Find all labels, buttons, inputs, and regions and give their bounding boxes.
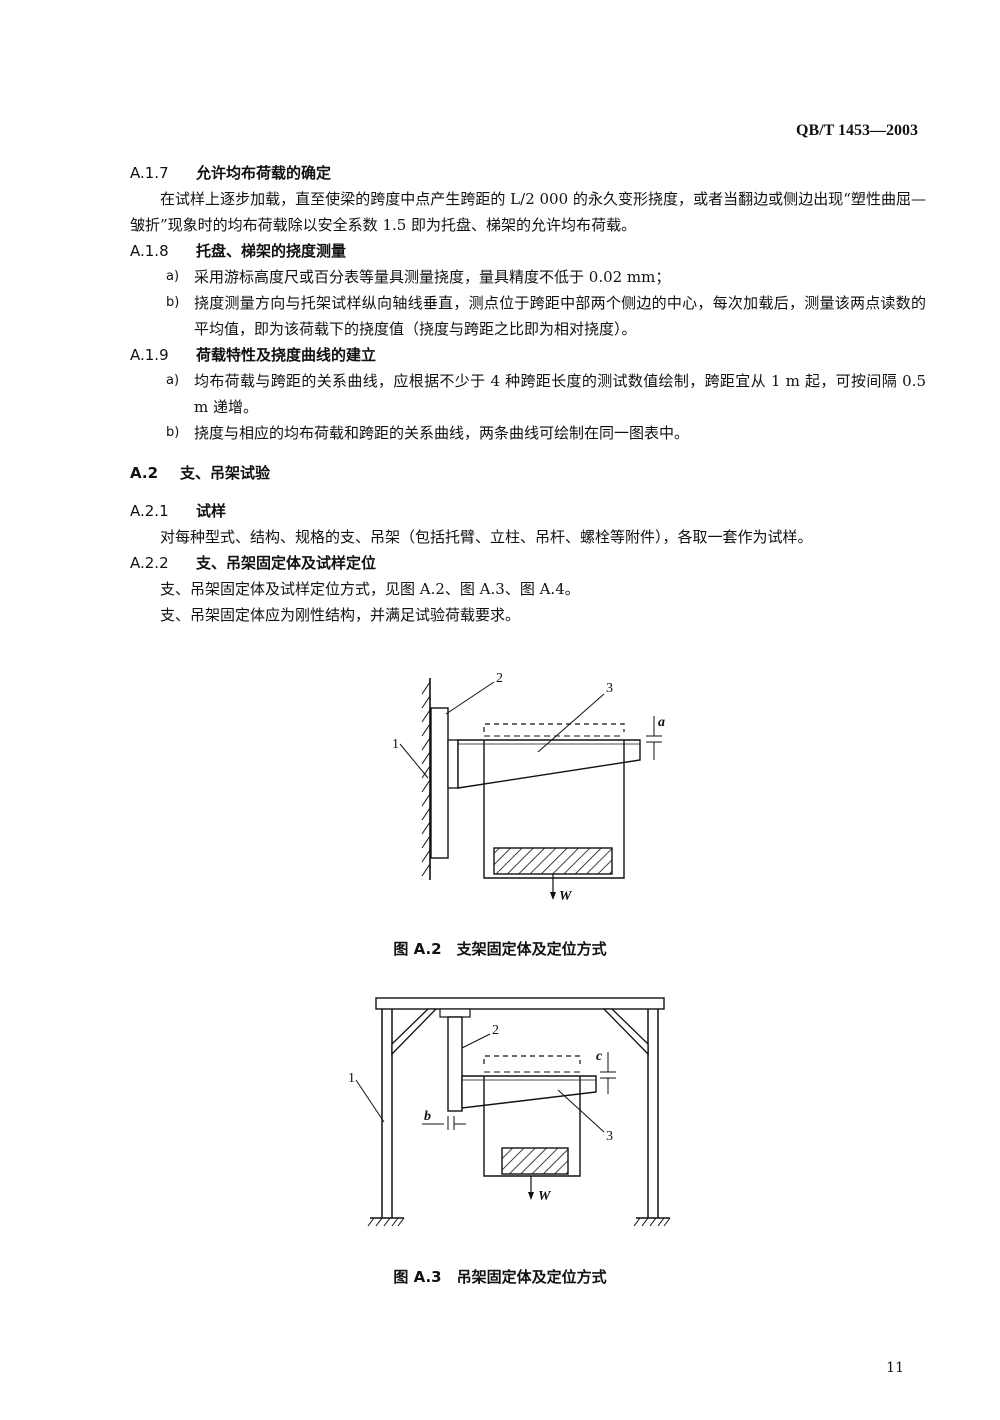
section-a21-text: 对每种型式、结构、规格的支、吊架（包括托臂、立柱、吊杆、螺栓等附件），各取一套作… [160, 528, 813, 546]
left-ground-hatching [367, 1217, 405, 1227]
section-title: 允许均布荷载的确定 [196, 164, 332, 182]
fixing-plate [430, 707, 449, 859]
section-a22-line: 支、吊架固定体应为刚性结构，并满足试验荷载要求。 [160, 606, 521, 624]
dim-b-label: b [424, 1109, 431, 1124]
figure-a2-caption: 图 A.2 支架固定体及定位方式 [393, 940, 607, 958]
list-item: b) 挠度与相应的均布荷载和跨距的关系曲线，两条曲线可绘制在同一图表中。 [130, 420, 926, 446]
section-title: 支、吊架固定体及试样定位 [196, 554, 377, 572]
list-item: a) 采用游标高度尺或百分表等量具测量挠度，量具精度不低于 0.02 mm； [130, 264, 926, 290]
bracket-arm [461, 1075, 597, 1109]
section-a17-heading: A.1.7 允许均布荷载的确定 [130, 160, 926, 186]
list-item: a) 均布荷载与跨距的关系曲线，应根据不少于 4 种跨距长度的测试数值绘制，跨距宜… [130, 368, 926, 420]
figure-a3-caption: 图 A.3 吊架固定体及定位方式 [393, 1268, 607, 1286]
section-number: A.2.2 [130, 554, 169, 572]
section-number: A.1.7 [130, 164, 169, 182]
label-3: 3 [606, 681, 613, 696]
section-a18-heading: A.1.8 托盘、梯架的挠度测量 [130, 238, 926, 264]
load-block [493, 847, 613, 875]
list-marker: b) [166, 425, 180, 440]
section-a2-heading: A.2 支、吊架试验 [130, 460, 926, 486]
leader-3 [557, 1089, 605, 1133]
figure-a3-diagram: W c b 1 2 3 [348, 997, 671, 1227]
section-a17-text: 在试样上逐步加载，直至使梁的跨度中点产生跨距的 L/2 000 的永久变形挠度，… [130, 190, 926, 234]
label-2: 2 [496, 671, 503, 686]
right-ground-hatching [633, 1217, 671, 1227]
leader-1 [399, 743, 429, 779]
label-1: 1 [392, 737, 399, 752]
load-arrowhead [528, 1192, 534, 1200]
standard-code: QB/T 1453—2003 [796, 122, 918, 139]
left-corner-brace [391, 1008, 438, 1056]
hanger-rod [447, 1016, 463, 1112]
wall-hatching [421, 681, 431, 877]
section-a22-heading: A.2.2 支、吊架固定体及试样定位 [130, 550, 926, 576]
section-title: 荷载特性及挠度曲线的建立 [196, 346, 377, 364]
list-marker: b) [166, 295, 180, 310]
top-beam [375, 997, 665, 1010]
section-number: A.2 [130, 464, 159, 482]
leader-2 [461, 1033, 491, 1049]
tray-dashed-top [483, 1055, 581, 1064]
leader-3 [537, 693, 605, 753]
page-number: 11 [886, 1360, 904, 1376]
bracket-arm [457, 739, 641, 789]
load-block [501, 1147, 569, 1175]
section-title: 托盘、梯架的挠度测量 [196, 242, 347, 260]
tray-outline [483, 740, 625, 879]
list-text: 均布荷载与跨距的关系曲线，应根据不少于 4 种跨距长度的测试数值绘制，跨距宜从 … [194, 372, 926, 416]
label-1: 1 [348, 1071, 355, 1086]
document-body: A.1.7 允许均布荷载的确定 在试样上逐步加载，直至使梁的跨度中点产生跨距的 L… [130, 160, 926, 628]
list-text: 挠度测量方向与托架试样纵向轴线垂直，测点位于跨距中部两个侧边的中心，每次加载后，… [194, 294, 926, 338]
list-marker: a) [166, 373, 180, 388]
load-arrowhead [550, 892, 556, 900]
hanger-rod-cap [439, 1008, 471, 1018]
bracket-base [447, 739, 459, 789]
section-number: A.1.8 [130, 242, 169, 260]
section-number: A.2.1 [130, 502, 169, 520]
load-label: W [559, 889, 573, 904]
right-corner-brace [602, 1008, 649, 1056]
section-number: A.1.9 [130, 346, 169, 364]
list-text: 挠度与相应的均布荷载和跨距的关系曲线，两条曲线可绘制在同一图表中。 [194, 424, 690, 442]
list-item: b) 挠度测量方向与托架试样纵向轴线垂直，测点位于跨距中部两个侧边的中心，每次加载… [130, 290, 926, 342]
section-title: 试样 [196, 502, 227, 520]
load-label: W [538, 1189, 552, 1204]
section-title: 支、吊架试验 [180, 464, 271, 482]
section-a21-heading: A.2.1 试样 [130, 498, 926, 524]
label-2: 2 [492, 1023, 499, 1038]
leader-1 [355, 1079, 385, 1123]
label-3: 3 [606, 1129, 613, 1144]
leader-2 [445, 681, 495, 715]
figure-a2-diagram: W a 1 2 3 [392, 671, 665, 904]
dim-a-label: a [658, 715, 665, 730]
spacer [130, 486, 926, 498]
tray-outline [483, 1076, 581, 1177]
dim-c-label: c [596, 1049, 603, 1064]
section-a22-line: 支、吊架固定体及试样定位方式，见图 A.2、图 A.3、图 A.4。 [160, 580, 580, 598]
list-text: 采用游标高度尺或百分表等量具测量挠度，量具精度不低于 0.02 mm； [194, 268, 671, 286]
section-a19-heading: A.1.9 荷载特性及挠度曲线的建立 [130, 342, 926, 368]
list-marker: a) [166, 269, 180, 284]
tray-dashed-top [483, 723, 625, 732]
